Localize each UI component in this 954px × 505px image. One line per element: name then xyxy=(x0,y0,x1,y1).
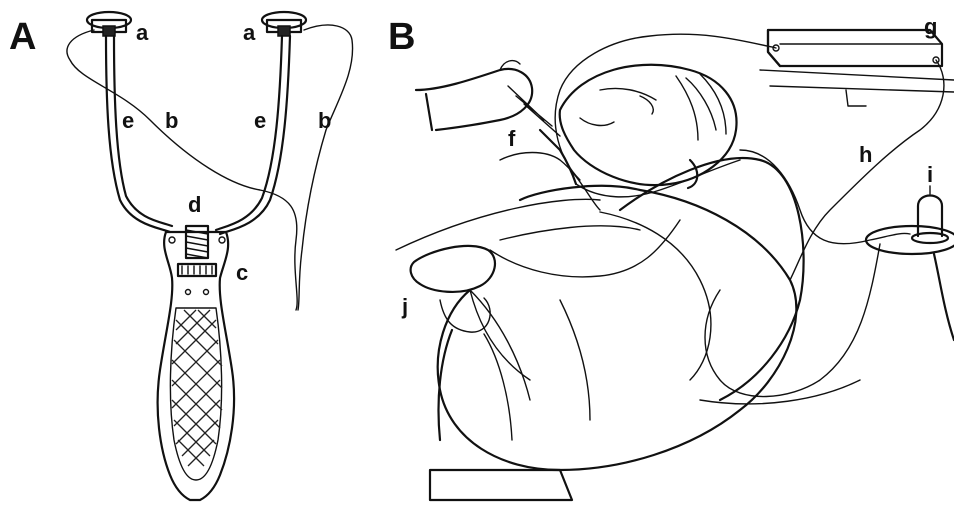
label-b-left-wire: b xyxy=(165,110,178,132)
spring-d xyxy=(186,226,208,258)
grip-mesh xyxy=(170,308,222,480)
label-b-right-wire: b xyxy=(318,110,331,132)
label-c-switch: c xyxy=(236,262,248,284)
label-e-right-rod: e xyxy=(254,110,266,132)
label-a-right-earpiece: a xyxy=(243,22,255,44)
panel-b-drawing xyxy=(396,30,954,500)
battery-box-g xyxy=(760,30,954,106)
panel-a-drawing xyxy=(67,12,353,500)
patient xyxy=(411,61,797,470)
right-earpiece xyxy=(262,12,306,36)
panel-label-b: B xyxy=(388,18,415,56)
handle xyxy=(158,232,234,500)
label-a-left-earpiece: a xyxy=(136,22,148,44)
panel-label-a: A xyxy=(9,18,36,56)
label-j-hand: j xyxy=(402,296,408,318)
left-earpiece xyxy=(87,12,131,36)
lamp-i xyxy=(866,186,954,340)
label-i-lamp: i xyxy=(927,164,933,186)
switch-c xyxy=(178,264,216,276)
label-d-spring: d xyxy=(188,194,201,216)
label-g-battery: g xyxy=(924,16,937,38)
wires-h xyxy=(470,34,944,396)
label-h-wire: h xyxy=(859,144,872,166)
label-f-hand: f xyxy=(508,128,515,150)
couch xyxy=(396,158,860,500)
label-e-left-rod: e xyxy=(122,110,134,132)
wires-b xyxy=(67,25,353,310)
